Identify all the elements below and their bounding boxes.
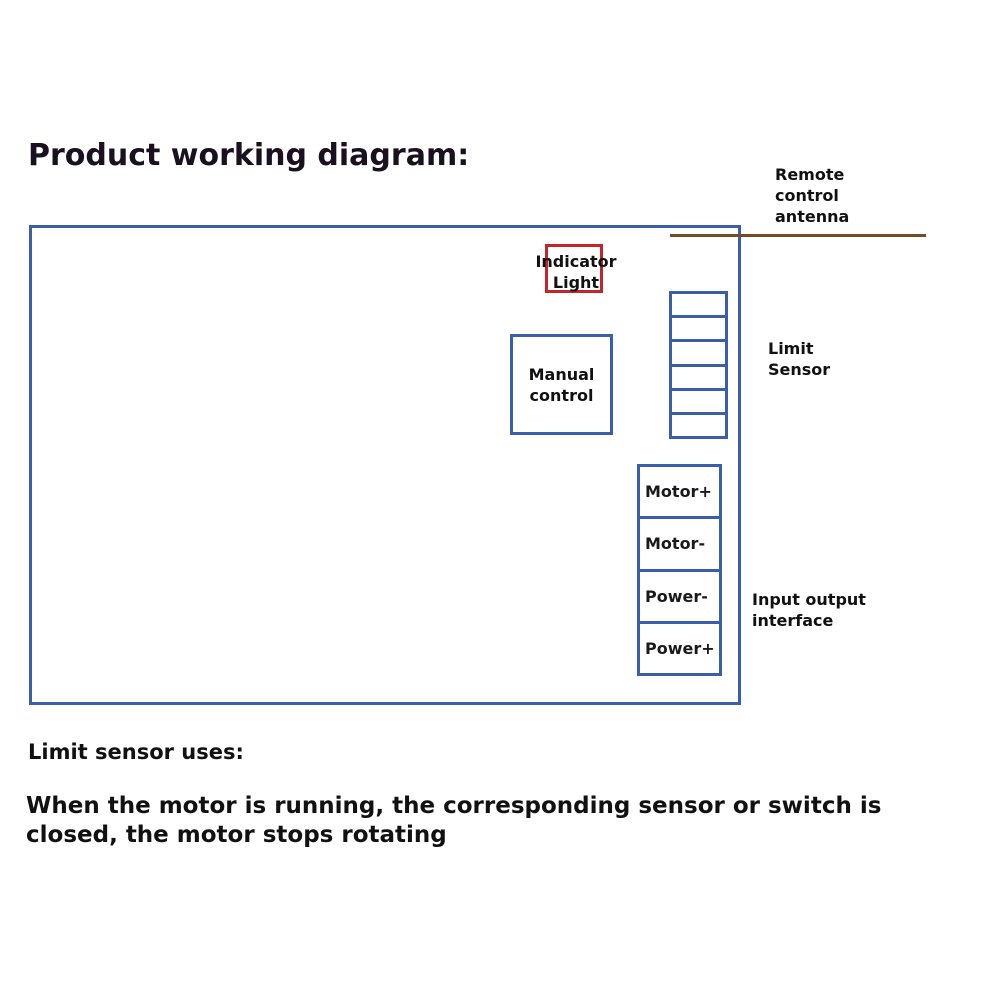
limit-sensor-pin xyxy=(672,415,725,436)
limit-sensor-pin xyxy=(672,294,725,319)
circuit-board-outline xyxy=(29,225,741,705)
io-port-power-minus: Power- xyxy=(640,572,719,624)
io-interface-connector: Motor+ Motor- Power- Power+ xyxy=(637,464,722,676)
antenna-label-text: Remote control antenna xyxy=(775,165,850,226)
limit-sensor-pin xyxy=(672,342,725,367)
io-interface-label: Input output interface xyxy=(752,590,866,630)
limit-sensor-pin xyxy=(672,367,725,391)
limit-sensor-label: Limit Sensor xyxy=(768,339,831,379)
antenna-wire xyxy=(670,234,926,237)
io-port-motor-plus: Motor+ xyxy=(640,467,719,520)
limit-sensor-pin xyxy=(672,318,725,343)
io-port-power-plus: Power+ xyxy=(645,638,715,658)
limit-sensor-connector xyxy=(669,291,728,439)
manual-control-label: Manual control xyxy=(528,364,595,405)
antenna-label: Remote control antenna xyxy=(775,164,885,227)
indicator-light-label: Indicator Light xyxy=(535,252,617,292)
manual-control-button: Manual control xyxy=(510,334,613,435)
limit-uses-description: When the motor is running, the correspon… xyxy=(26,793,882,848)
limit-sensor-pin xyxy=(672,391,725,415)
io-port-motor-minus: Motor- xyxy=(640,519,719,572)
indicator-light-box xyxy=(545,244,603,293)
limit-uses-heading: Limit sensor uses: xyxy=(28,740,244,764)
diagram-title: Product working diagram: xyxy=(28,138,470,173)
